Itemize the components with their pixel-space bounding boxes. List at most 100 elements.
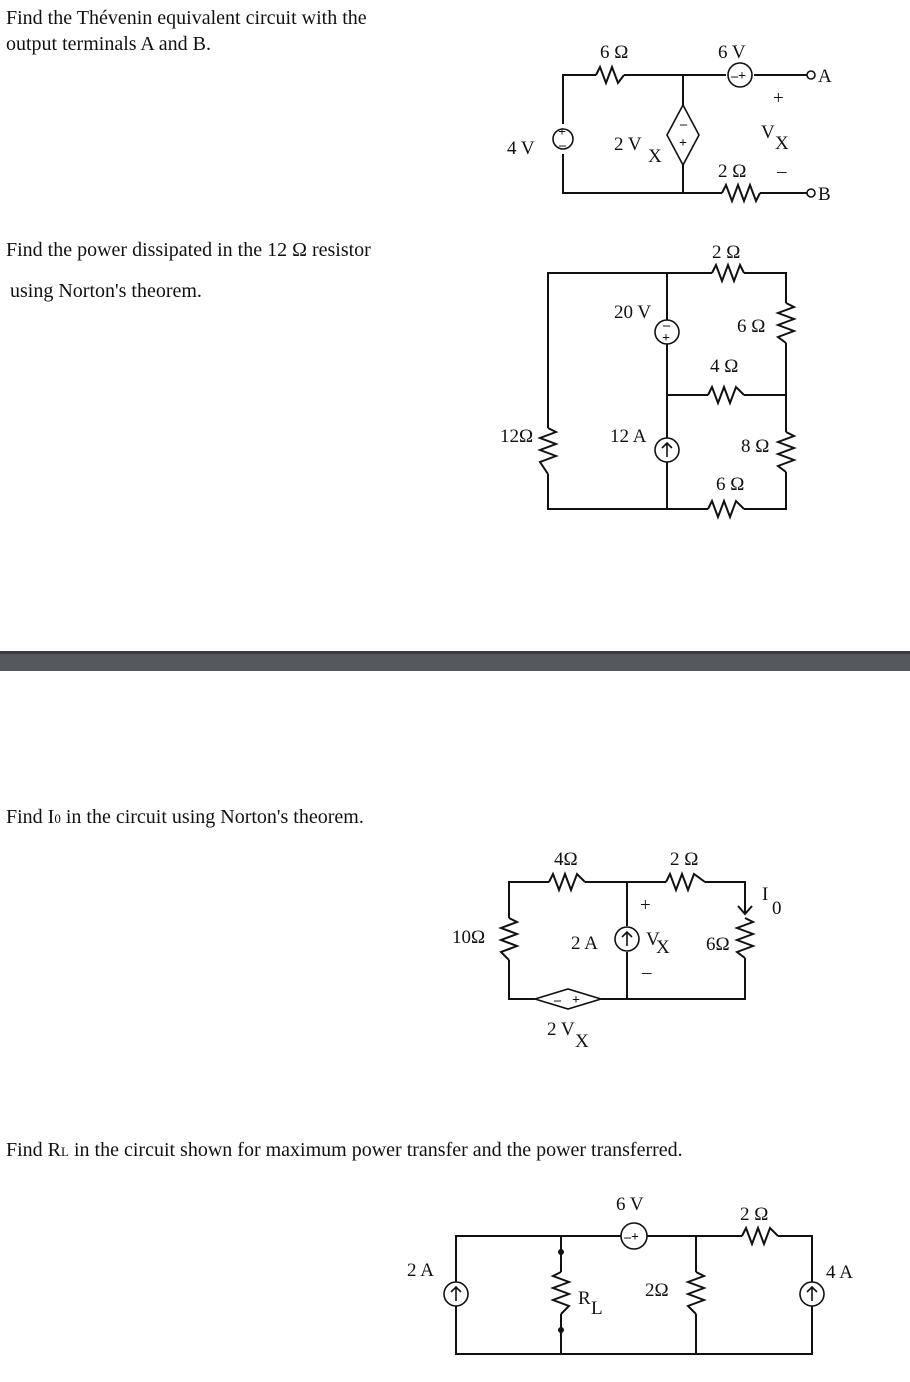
label-4a: 4 A: [826, 1262, 853, 1283]
question-3-text: Find I0 in the circuit using Norton's th…: [6, 804, 364, 832]
label-4ohm: 4Ω: [554, 849, 578, 870]
label-rl-sub: L: [591, 1298, 603, 1319]
q3-text-post: in the circuit using Norton's theorem.: [60, 806, 364, 828]
label-12a: 12 A: [610, 426, 647, 447]
question-1-line-1: Find the Thévenin equivalent circuit wit…: [6, 7, 367, 29]
dependent-source-2vx: –+: [666, 103, 700, 167]
label-2ohm: 2 Ω: [718, 161, 746, 182]
label-dep-2vx: 2 V: [614, 134, 642, 155]
label-2ohm-horizontal: 2 Ω: [740, 1204, 768, 1225]
resistor-8ohm: [775, 431, 797, 473]
label-rl: R: [578, 1288, 591, 1309]
q3-text-pre: Find I: [6, 806, 55, 828]
terminal-b-node: [806, 188, 816, 198]
label-io: I: [762, 884, 768, 905]
resistor-rl: [550, 1271, 572, 1315]
svg-text:+: +: [558, 125, 566, 140]
resistor-12ohm: [537, 427, 559, 475]
question-1-line-2: output terminals A and B.: [6, 33, 211, 55]
terminal-a-node: [806, 70, 816, 80]
resistor-6ohm: [734, 917, 756, 959]
q4-text-pre: Find R: [6, 1139, 62, 1161]
label-6ohm-right: 6 Ω: [737, 316, 765, 337]
label-dep-2vx-sub: X: [575, 1031, 589, 1052]
label-vx-minus: –: [776, 161, 787, 182]
svg-text:+: +: [572, 993, 580, 1008]
svg-text:+: +: [662, 331, 670, 346]
resistor-4ohm: [707, 384, 745, 406]
resistor-2ohm: [665, 871, 706, 893]
section-divider: [0, 651, 910, 671]
voltage-source-4v: +–: [552, 125, 574, 153]
question-4-text: Find RL in the circuit shown for maximum…: [6, 1137, 683, 1165]
label-2ohm-vertical: 2Ω: [645, 1280, 669, 1301]
label-dep-2vx: 2 V: [547, 1019, 575, 1040]
question-2-line-2: using Norton's theorem.: [10, 280, 202, 302]
svg-text:–: –: [553, 993, 562, 1008]
rl-node-top: [558, 1249, 564, 1255]
label-dep-2vx-sub: X: [648, 146, 662, 167]
resistor-6ohm-bottom: [707, 498, 745, 520]
label-4v: 4 V: [507, 138, 535, 159]
label-vx: V: [761, 122, 775, 143]
voltage-source-6v: –+: [727, 62, 753, 88]
question-2-line-1: Find the power dissipated in the 12 Ω re…: [6, 239, 371, 261]
resistor-2ohm-vertical: [685, 1271, 707, 1315]
q4-text-post: in the circuit shown for maximum power t…: [68, 1139, 683, 1161]
svg-text:–+: –+: [730, 69, 746, 84]
label-2ohm: 2 Ω: [670, 849, 698, 870]
label-6ohm: 6 Ω: [600, 42, 628, 63]
circuit-1-wires: [562, 74, 808, 194]
label-2a: 2 A: [407, 1260, 434, 1281]
dependent-source-2vx: –+: [532, 988, 604, 1010]
current-source-4a: [799, 1281, 825, 1307]
svg-text:+: +: [679, 136, 687, 151]
label-vx-minus: –: [641, 962, 652, 983]
svg-text:–+: –+: [623, 1230, 639, 1245]
current-source-2a: [443, 1281, 469, 1307]
label-6v: 6 V: [616, 1194, 644, 1215]
label-terminal-b: B: [818, 184, 831, 205]
voltage-source-20v: –+: [654, 318, 680, 346]
circuit-3-wires: [508, 881, 746, 1000]
circuit-2-wires: [547, 272, 787, 510]
label-vx-plus: +: [640, 895, 651, 916]
label-terminal-a: A: [818, 66, 832, 87]
label-vx-sub: X: [656, 937, 670, 958]
label-12ohm: 12Ω: [500, 426, 533, 447]
resistor-6ohm: [595, 64, 625, 86]
label-8ohm: 8 Ω: [741, 436, 769, 457]
resistor-2ohm: [721, 182, 761, 204]
label-10ohm: 10Ω: [452, 927, 485, 948]
svg-text:–: –: [679, 117, 688, 132]
q4-text-sub: L: [61, 1144, 69, 1159]
label-6ohm: 6Ω: [706, 934, 730, 955]
label-2a: 2 A: [571, 933, 598, 954]
resistor-2ohm-horizontal: [741, 1225, 779, 1247]
resistor-2ohm: [711, 262, 745, 284]
circuit-4-wires: [455, 1235, 813, 1355]
svg-text:–: –: [662, 318, 671, 333]
resistor-4ohm: [548, 871, 586, 893]
voltage-source-6v: –+: [620, 1222, 648, 1250]
label-vx: V: [646, 929, 660, 950]
label-6v: 6 V: [718, 42, 746, 63]
label-4ohm: 4 Ω: [710, 356, 738, 377]
label-vx-plus: +: [773, 88, 784, 109]
label-20v: 20 V: [614, 302, 651, 323]
label-2ohm: 2 Ω: [712, 242, 740, 263]
question-1-text: Find the Thévenin equivalent circuit wit…: [6, 5, 476, 57]
rl-node-bottom: [558, 1327, 564, 1333]
current-source-12a: [654, 437, 680, 463]
label-vx-sub: X: [775, 133, 789, 154]
resistor-10ohm: [498, 917, 520, 961]
q3-text-sub: 0: [54, 811, 61, 826]
resistor-6ohm-right: [775, 302, 797, 344]
current-source-2a: [614, 926, 640, 952]
label-io-sub: 0: [772, 898, 782, 919]
svg-text:–: –: [558, 138, 567, 153]
